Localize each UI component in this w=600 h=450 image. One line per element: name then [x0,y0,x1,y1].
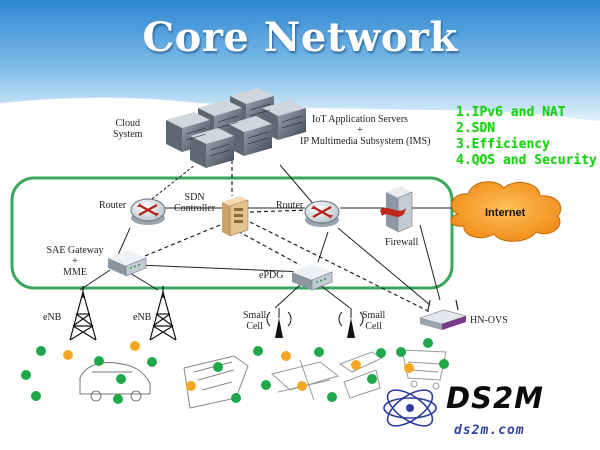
device-dots [21,338,449,404]
device-sketch-icon [79,362,151,402]
gateway-icon [108,250,147,277]
enb-left-label: eNB [43,312,62,323]
epdg-icon [292,264,333,291]
cloud-system-label-line2: System [113,129,143,140]
small-cell-left-label: Small Cell [243,310,266,332]
iot-label-line3: IP Multimedia Subsystem (IMS) [300,136,431,147]
sdn-controller-label: SDN Controller [174,192,215,214]
wifi-router-icon [418,299,468,330]
sdn-label-line2: Controller [174,203,216,214]
epdg-label: ePDG [259,270,284,281]
ds2m-logo-icon [383,389,437,427]
internet-cloud-icon [450,181,562,242]
cell-tower-icon [149,286,177,341]
router-left-icon [130,198,166,225]
feature-item: 3.Efficiency [456,137,550,152]
page-title: Core Network [142,14,458,61]
brand-url: ds2m.com [454,423,525,438]
device-sketch-icon [183,355,249,409]
feature-item: 1.IPv6 and NAT [456,105,566,120]
server-icon [190,128,234,168]
device-sketch-icon [338,351,384,399]
iot-servers-label: IoT Application Servers + IP Multimedia … [300,114,431,147]
small-cell-antenna-icon [266,308,292,338]
firewall-label: Firewall [385,237,419,248]
enb-right-label: eNB [133,312,152,323]
sdn-controller-icon [222,196,249,237]
small-cell-antenna-icon [338,308,364,338]
feature-item: 4.QOS and Security [456,153,597,168]
small-cell-left-line2: Cell [246,321,263,332]
hn-ovs-label: HN-OVS [470,315,508,326]
cell-tower-icon [69,286,97,341]
sae-label-line3: MME [63,267,87,278]
sae-gateway-label: SAE Gateway + MME [44,245,106,278]
small-cell-right-label: Small Cell [362,310,385,332]
router-right-icon [304,200,340,227]
cloud-system-label: Cloud System [113,118,142,140]
sdn-control-links [139,160,431,313]
feature-item: 2.SDN [456,121,496,136]
firewall-icon [380,186,413,233]
small-cell-right-line2: Cell [365,321,382,332]
iot-label-line1: IoT Application Servers [312,114,408,125]
sae-label-line2: + [72,256,78,267]
cloud-system-label-line1: Cloud [115,118,140,129]
feature-list: 1.IPv6 and NAT 2.SDN 3.Efficiency 4.QOS … [456,105,597,169]
brand-name: DS2M [446,381,544,415]
router-right-label: Router [276,200,304,211]
small-cell-right-line1: Small [362,310,386,321]
sdn-label-line1: SDN [184,192,205,203]
cloud-system-servers [166,88,306,168]
small-cell-left-line1: Small [243,310,267,321]
router-left-label: Router [99,200,127,211]
internet-label: Internet [485,207,526,219]
sae-label-line1: SAE Gateway [46,245,104,256]
iot-label-line2: + [357,125,363,136]
